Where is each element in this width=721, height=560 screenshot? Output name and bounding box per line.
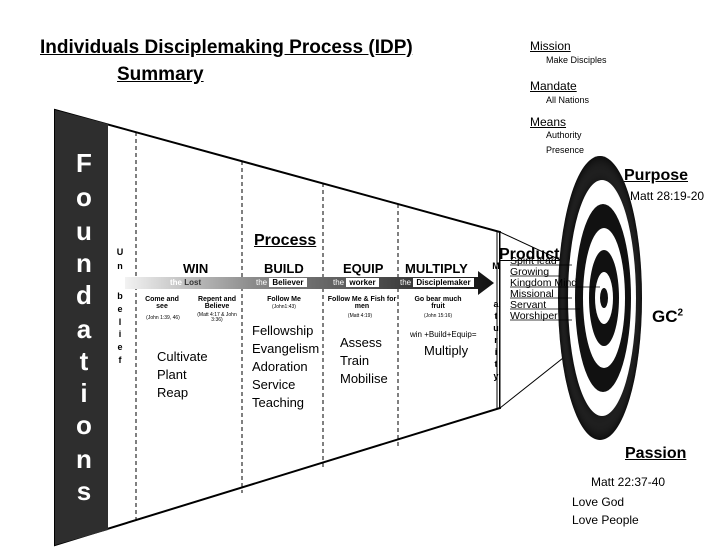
stage-equip-title: EQUIP <box>343 261 384 276</box>
passion-item: Love God <box>572 495 625 509</box>
mandate-heading: Mandate <box>530 79 577 93</box>
progress-arrow <box>125 271 494 295</box>
unbelief-letter: e <box>117 342 123 352</box>
foundations-letter: s <box>76 476 92 506</box>
maturity-letter: a <box>493 299 499 309</box>
means-item: Presence <box>546 145 585 155</box>
unbelief-letter: i <box>118 329 122 339</box>
foundations-letter: o <box>76 410 92 440</box>
multiply-ref: (John 15:16) <box>423 313 453 319</box>
bar-label-worker: the worker <box>333 278 379 287</box>
passion-heading: Passion <box>625 445 687 462</box>
foundations-band <box>55 110 108 545</box>
equip-activity: Mobilise <box>340 371 388 386</box>
product-quality: Kingdom Mind <box>510 277 578 289</box>
purpose-ref: Matt 28:19-20 <box>630 189 705 203</box>
product-lines <box>510 264 600 321</box>
mandate-item: All Nations <box>546 95 590 105</box>
maturity-letter: M <box>492 261 500 271</box>
build-activity: Service <box>252 377 296 392</box>
maturity-letter: t <box>494 311 498 321</box>
purpose-heading: Purpose <box>624 167 689 184</box>
diagram-title-line2: Summary <box>117 64 204 85</box>
foundations-letter: o <box>76 182 92 212</box>
build-ref: (John1:43) <box>272 304 296 310</box>
product-quality: Spirit lead <box>510 255 557 267</box>
foundations-letter: a <box>76 314 92 344</box>
equip-activity: Assess <box>340 335 382 350</box>
win-sub-come-and-see: Come and see <box>145 296 179 310</box>
maturity-letter: i <box>494 347 498 357</box>
passion-ref: Matt 22:37-40 <box>591 475 666 489</box>
foundations-letter: F <box>76 148 92 178</box>
multiply-sub: Go bear much fruit <box>414 296 462 310</box>
multiply-formula: win +Build+Equip= <box>410 330 477 339</box>
stage-build-title: BUILD <box>264 261 304 276</box>
foundations-letter: t <box>79 346 89 376</box>
maturity-letter: y <box>493 371 499 381</box>
passion-item: Love People <box>572 513 639 527</box>
build-activity: Adoration <box>252 359 308 374</box>
build-activity: Teaching <box>252 395 305 410</box>
win-ref-1: (John 1:39, 46) <box>146 315 180 321</box>
multiply-activity: Multiply <box>424 343 469 358</box>
build-sub: Follow Me <box>267 296 301 303</box>
win-activity: Cultivate <box>157 349 208 364</box>
foundations-letter: d <box>76 280 92 310</box>
foundations-letter: u <box>76 216 92 246</box>
product-quality: Servant <box>510 299 547 311</box>
product-quality: Growing <box>510 266 550 278</box>
unbelief-letter: U <box>116 247 124 257</box>
win-sub-repent-believe: Repent and Believe <box>197 296 237 310</box>
foundations-letter: n <box>76 248 92 278</box>
equip-sub: Follow Me & Fish for men <box>327 296 397 310</box>
unbelief-letter: e <box>117 304 123 314</box>
win-activity: Reap <box>157 385 189 400</box>
bar-label-believer: the Believer <box>256 278 307 287</box>
stage-win-title: WIN <box>183 261 209 276</box>
maturity-letter: u <box>493 323 499 333</box>
process-heading: Process <box>254 232 317 249</box>
mission-heading: Mission <box>530 39 571 53</box>
build-activity: Fellowship <box>252 323 314 338</box>
product-heading: Product <box>499 246 560 263</box>
equip-activity: Train <box>340 353 370 368</box>
win-activity: Plant <box>157 367 187 382</box>
product-quality: Worshiper <box>510 310 558 322</box>
unbelief-letter: n <box>117 261 123 271</box>
diagram-title-line1: Individuals Disciplemaking Process (IDP) <box>40 37 413 58</box>
stage-multiply-title: MULTIPLY <box>405 261 468 276</box>
equip-ref: (Matt 4:19) <box>347 313 373 319</box>
mission-item: Make Disciples <box>546 55 607 65</box>
unbelief-letter: f <box>118 355 122 365</box>
unbelief-letter: b <box>117 291 123 301</box>
means-heading: Means <box>530 115 567 129</box>
foundations-letter: i <box>80 378 88 408</box>
bar-label-lost: the Lost <box>170 278 202 287</box>
win-ref-2: (Matt 4:17 & John 3:36) <box>197 312 237 323</box>
means-item: Authority <box>546 130 582 140</box>
bar-label-disciplemaker: the Disciplemaker <box>400 278 474 287</box>
build-activity: Evangelism <box>252 341 320 356</box>
product-quality: Missional <box>510 288 554 300</box>
foundations-letter: n <box>76 444 92 474</box>
maturity-letter: t <box>494 359 498 369</box>
unbelief-letter: l <box>118 317 122 327</box>
bullseye-target <box>558 156 642 440</box>
maturity-letter: r <box>494 335 498 345</box>
target-label: GC2 <box>652 307 684 326</box>
